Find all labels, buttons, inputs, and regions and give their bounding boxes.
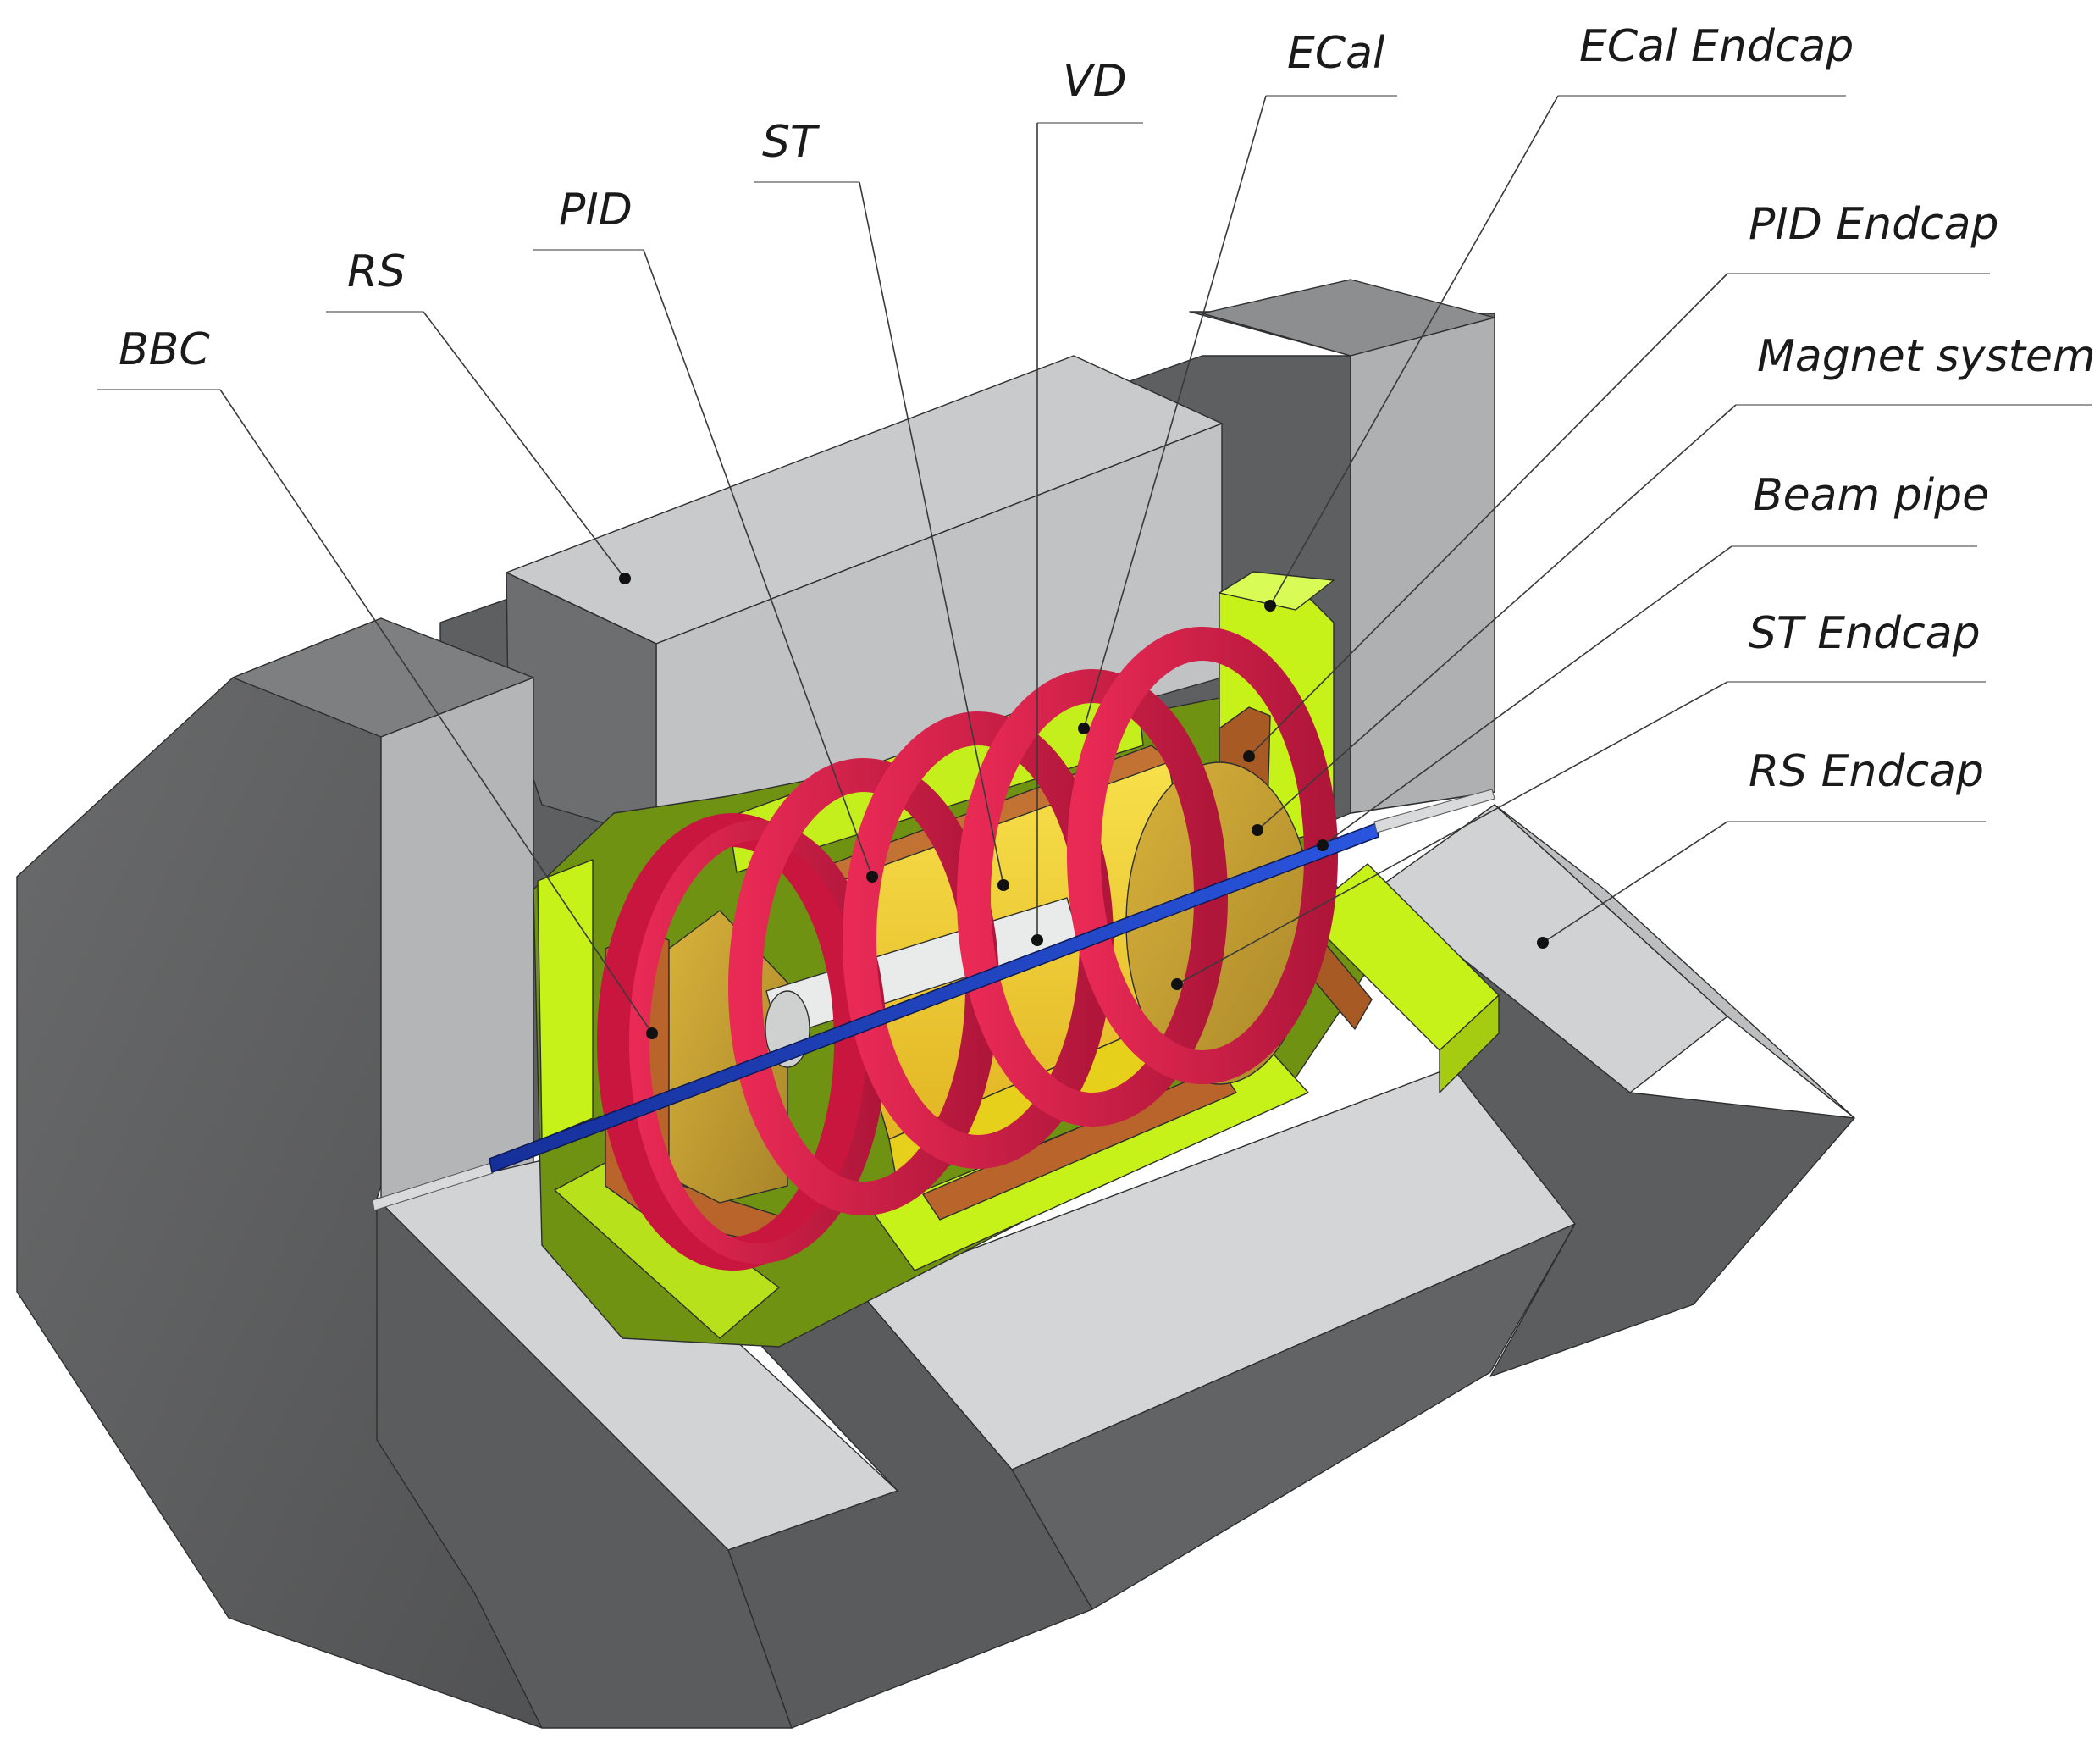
leader-line — [1083, 95, 1267, 729]
label-ecal-endcap: ECal Endcap — [1579, 21, 1854, 72]
callout-ecal: ECal — [1078, 28, 1397, 734]
ecal-left-flange — [537, 859, 594, 1140]
callout-rs: RS — [326, 246, 631, 584]
leader-line — [859, 181, 1004, 886]
leader-dot — [646, 1027, 658, 1039]
leader-dot — [998, 879, 1009, 891]
label-st-endcap: ST Endcap — [1749, 608, 1981, 659]
leader-line — [1269, 95, 1559, 606]
leader-dot — [1031, 934, 1043, 946]
yoke-right-top-light — [1494, 804, 1855, 1119]
leader-line — [1322, 545, 1732, 846]
label-pid: PID — [559, 185, 633, 235]
beam-pipe-blue — [489, 822, 1379, 1174]
label-vd: VD — [1063, 56, 1127, 107]
callout-magnet-system: Magnet system — [1252, 331, 2096, 836]
label-rs-endcap: RS Endcap — [1749, 746, 1984, 797]
leader-dot — [1264, 600, 1276, 612]
beam-pipe-grey-left — [372, 1162, 494, 1211]
leader-dot — [1078, 723, 1090, 734]
leader-line — [1257, 404, 1737, 831]
label-bbc: BBC — [119, 324, 210, 375]
leader-dot — [1537, 937, 1549, 949]
leader-dot — [866, 871, 878, 883]
leader-line — [219, 389, 653, 1034]
callout-st: ST — [754, 117, 1009, 891]
leader-dot — [619, 573, 631, 584]
ecal-bottom-left — [554, 1160, 780, 1339]
ecal-right-front — [1439, 994, 1500, 1093]
callout-beam-pipe: Beam pipe — [1317, 470, 1989, 851]
leader-line — [643, 249, 873, 878]
leader-dot — [1171, 978, 1183, 990]
label-magnet-system: Magnet system — [1757, 331, 2096, 382]
magnet-system — [597, 627, 1338, 1271]
label-beam-pipe: Beam pipe — [1753, 470, 1989, 521]
beam-pipe-grey-right — [1373, 789, 1495, 833]
callout-ecal-endcap: ECal Endcap — [1264, 21, 1854, 612]
yoke-bottom-mid-front — [727, 1291, 1093, 1729]
yoke-bottom-mid-right — [1011, 1223, 1576, 1610]
leader-line — [423, 311, 626, 579]
label-rs: RS — [347, 246, 406, 297]
label-st: ST — [762, 117, 821, 168]
beam-pipe — [372, 789, 1495, 1211]
label-ecal: ECal — [1287, 28, 1385, 79]
leader-dot — [1317, 839, 1329, 851]
callout-bbc: BBC — [97, 324, 658, 1039]
callout-st-endcap: ST Endcap — [1171, 608, 1986, 990]
leader-line — [1542, 821, 1728, 944]
leader-dot — [1252, 824, 1263, 836]
callout-vd: VD — [1031, 56, 1143, 946]
callout-pid-endcap: PID Endcap — [1243, 199, 1999, 762]
leader-line — [1248, 273, 1728, 757]
yoke-back-right-box-front — [1350, 317, 1495, 814]
callout-pid: PID — [533, 185, 878, 883]
label-pid-endcap: PID Endcap — [1749, 199, 1999, 250]
yoke-left-front — [380, 677, 534, 1199]
callout-rs-endcap: RS Endcap — [1537, 746, 1986, 949]
leader-dot — [1243, 750, 1255, 762]
leader-line — [1176, 681, 1728, 985]
